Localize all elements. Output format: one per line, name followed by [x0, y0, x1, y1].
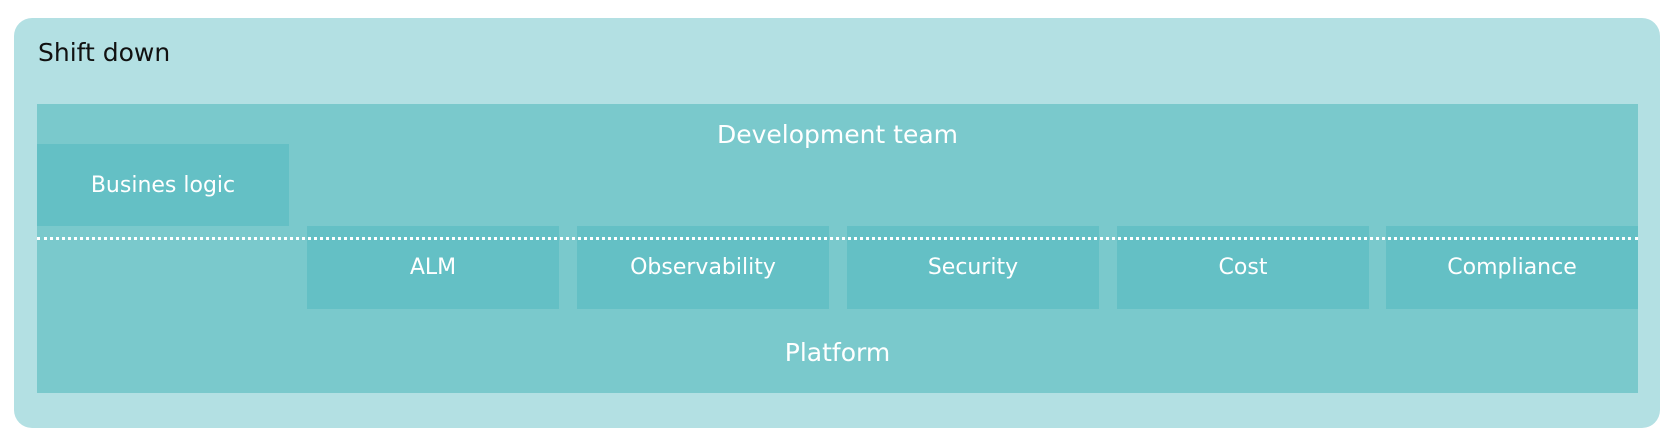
- pillar-label: Security: [927, 255, 1019, 280]
- pillar-label: Cost: [1218, 255, 1268, 280]
- development-platform-area: Development team Busines logic ALM Obser…: [37, 104, 1638, 393]
- pillar-label: ALM: [409, 255, 457, 280]
- development-team-label: Development team: [716, 120, 959, 149]
- shift-down-panel: Shift down Development team Busines logi…: [14, 18, 1660, 428]
- pillar-label: Observability: [630, 255, 776, 280]
- business-logic-box: Busines logic: [37, 144, 289, 226]
- business-logic-label: Busines logic: [90, 172, 236, 198]
- platform-label: Platform: [784, 338, 891, 367]
- pillar-label: Compliance: [1447, 255, 1577, 280]
- diagram-title: Shift down: [38, 38, 171, 67]
- dotted-divider-line: [37, 237, 1638, 240]
